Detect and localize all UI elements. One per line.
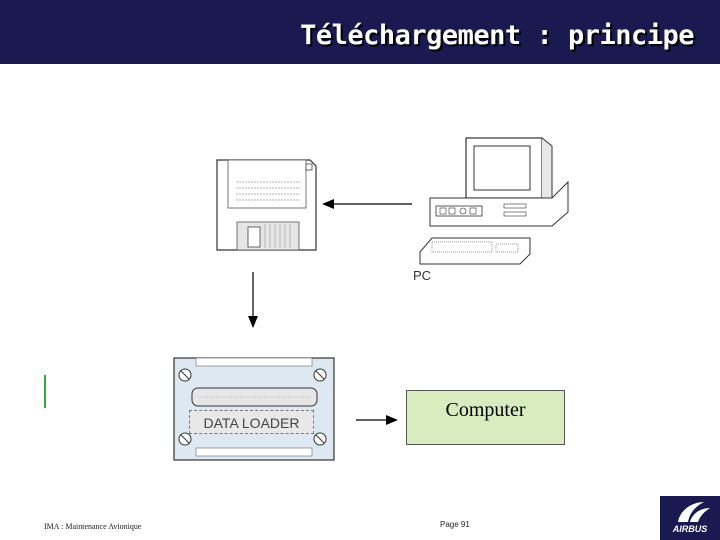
slide-title: Téléchargement : principe: [300, 20, 694, 51]
footer-page-number: Page 91: [440, 520, 470, 529]
arrow-floppy-to-loader: [248, 272, 258, 328]
floppy-disk-icon: [216, 159, 317, 251]
slide-header: Téléchargement : principe: [0, 0, 720, 64]
computer-box: Computer: [406, 390, 565, 445]
arrow-pc-to-floppy: [322, 199, 412, 209]
footer-course-title: IMA : Maintenance Avionique: [44, 522, 142, 531]
data-loader-device: [173, 357, 335, 461]
computer-label: Computer: [445, 399, 526, 421]
pc-icon: [419, 137, 569, 265]
download-diagram: [173, 137, 569, 461]
airbus-swirl-icon: [678, 502, 710, 522]
pc-label: PC: [413, 268, 432, 283]
airbus-logo: AIRBUS: [660, 496, 720, 540]
airbus-logo-text: AIRBUS: [672, 524, 708, 534]
margin-mark: [44, 375, 46, 408]
data-loader-label: DATA LOADER: [189, 410, 314, 434]
arrow-loader-to-computer: [356, 415, 398, 425]
